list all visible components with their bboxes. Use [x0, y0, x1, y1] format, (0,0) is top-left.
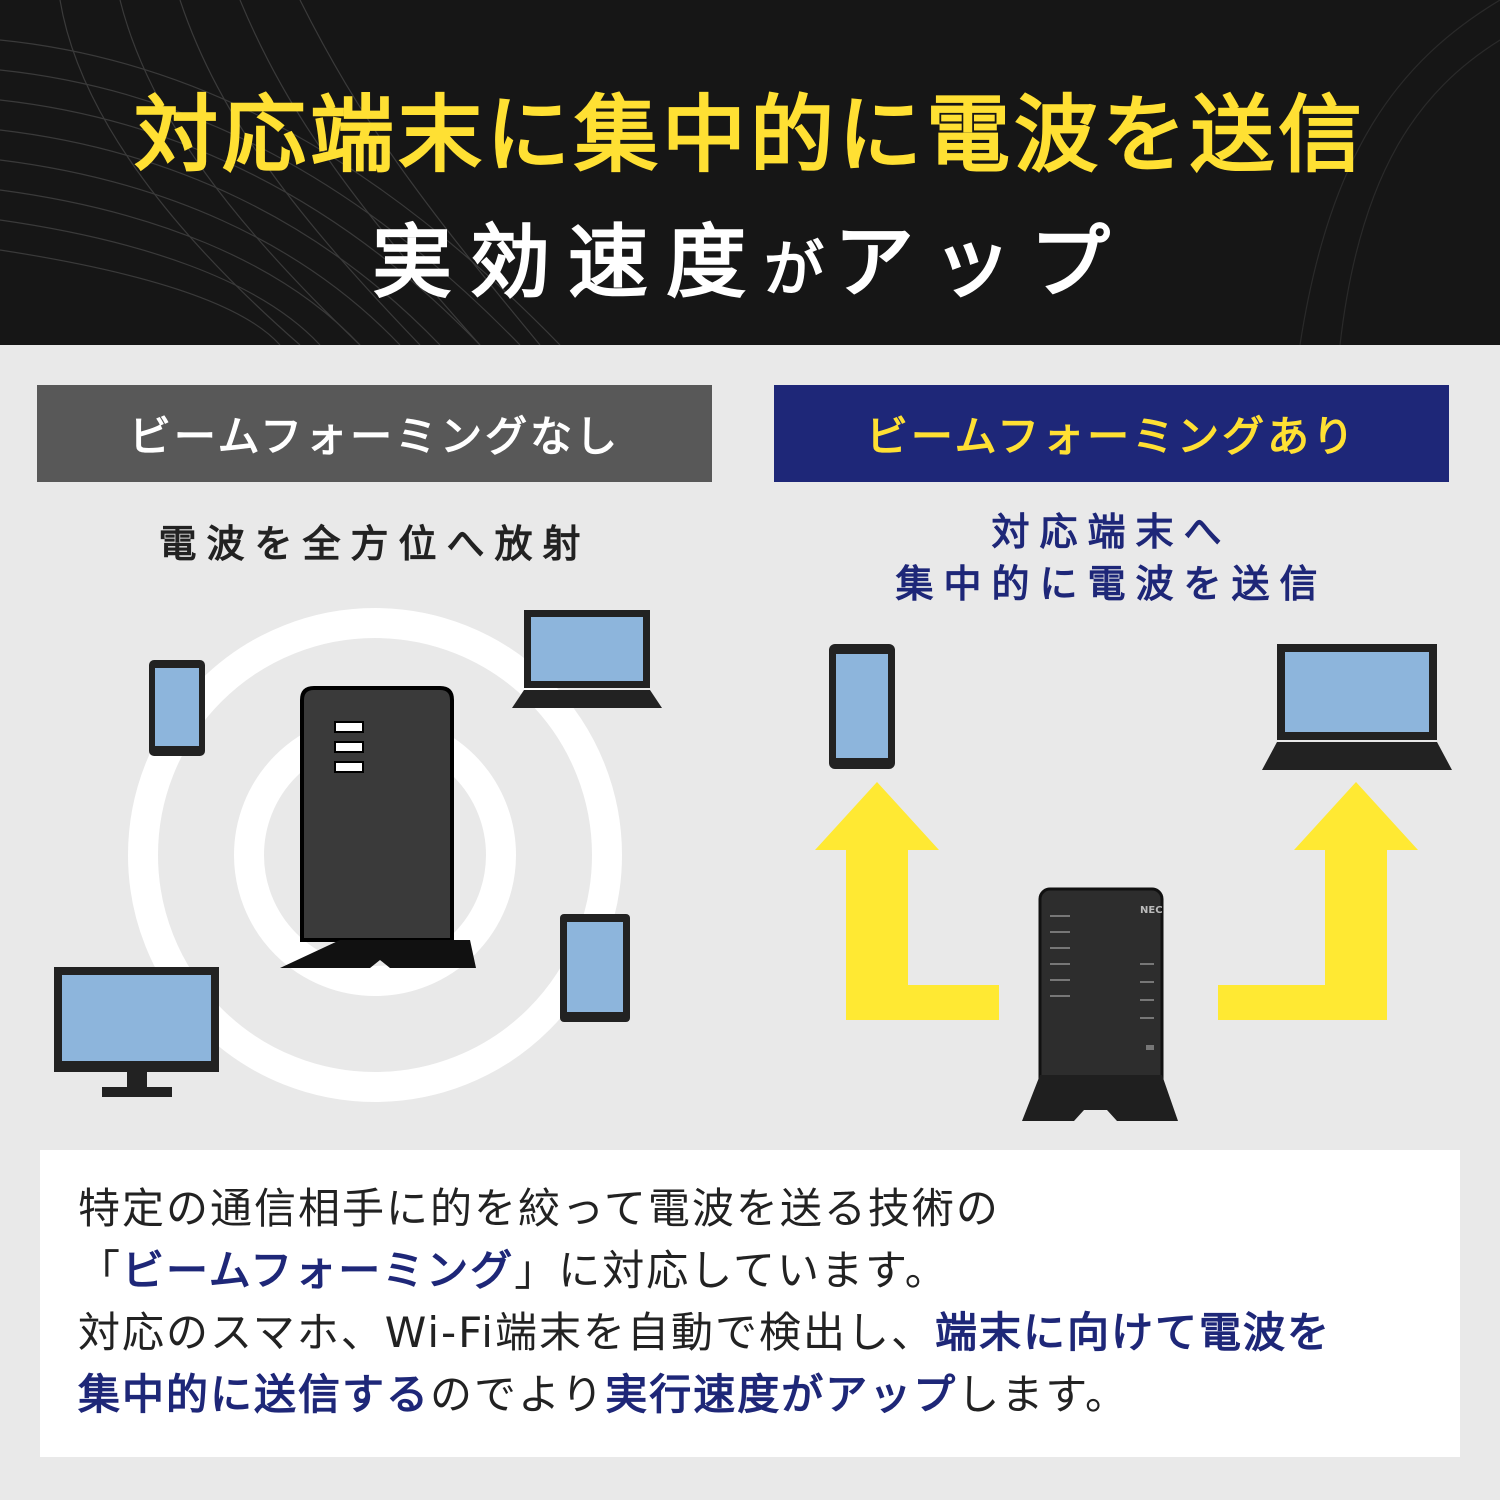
bracket-open: 「	[78, 1246, 123, 1295]
highlight-speed-up: 実行速度がアップ	[605, 1370, 958, 1419]
description-line2-tail: 」に対応しています。	[514, 1246, 949, 1295]
description-line4-tail: します。	[957, 1370, 1130, 1419]
caption-right: 対応端末へ 集中的に電波を送信	[774, 506, 1449, 610]
arrow-up-icon	[815, 782, 999, 1020]
header-banner: 対応端末に集中的に電波を送信 実効速度がアップ	[0, 0, 1500, 345]
highlight-send-to-device: 端末に向けて電波を	[934, 1308, 1331, 1357]
laptop-icon	[1262, 644, 1452, 770]
description-line1: 特定の通信相手に的を絞って電波を送る技術の	[78, 1184, 1000, 1233]
highlight-beamforming: ビームフォーミング	[122, 1246, 515, 1295]
caption-right-line1: 対応端末へ	[991, 510, 1232, 554]
smartphone-icon	[149, 660, 205, 756]
label-without-beamforming: ビームフォーミングなし	[37, 385, 712, 482]
caption-right-line2: 集中的に電波を送信	[895, 562, 1328, 606]
router-brand: NEC	[1140, 905, 1163, 916]
headline-line2-part-a: 実効速度	[372, 216, 764, 309]
description-line3-head: 対応のスマホ、Wi-Fi端末を自動で検出し、	[78, 1308, 935, 1357]
headline-line2: 実効速度がアップ	[0, 198, 1500, 314]
description-box	[40, 1150, 1460, 1457]
router-icon	[280, 686, 476, 968]
tablet-icon	[560, 914, 630, 1022]
wireframe-wave-decoration	[0, 0, 1500, 345]
headline-line2-part-c: アップ	[834, 216, 1128, 309]
highlight-concentrated-send: 集中的に送信する	[78, 1370, 431, 1419]
caption-left: 電波を全方位へ放射	[158, 522, 591, 566]
description-text: 特定の通信相手に的を絞って電波を送る技術の 「ビームフォーミング」に対応していま…	[78, 1178, 1448, 1426]
monitor-icon	[54, 967, 219, 1097]
description-line3: 対応のスマホ、Wi-Fi端末を自動で検出し、端末に向けて電波を	[78, 1302, 1448, 1364]
description-line2: 「ビームフォーミング」に対応しています。	[78, 1240, 1448, 1302]
router-icon: NEC	[1022, 887, 1178, 1121]
arrow-up-icon	[1218, 782, 1418, 1020]
headline-line1: 対応端末に集中的に電波を送信	[133, 86, 1366, 184]
laptop-icon	[512, 610, 662, 708]
description-line4: 集中的に送信するのでより実行速度がアップします。	[78, 1364, 1448, 1426]
description-line4-mid: のでより	[430, 1370, 606, 1419]
label-with-beamforming: ビームフォーミングあり	[774, 385, 1449, 482]
headline-line2-part-b: が	[764, 235, 834, 305]
smartphone-icon	[829, 644, 895, 769]
